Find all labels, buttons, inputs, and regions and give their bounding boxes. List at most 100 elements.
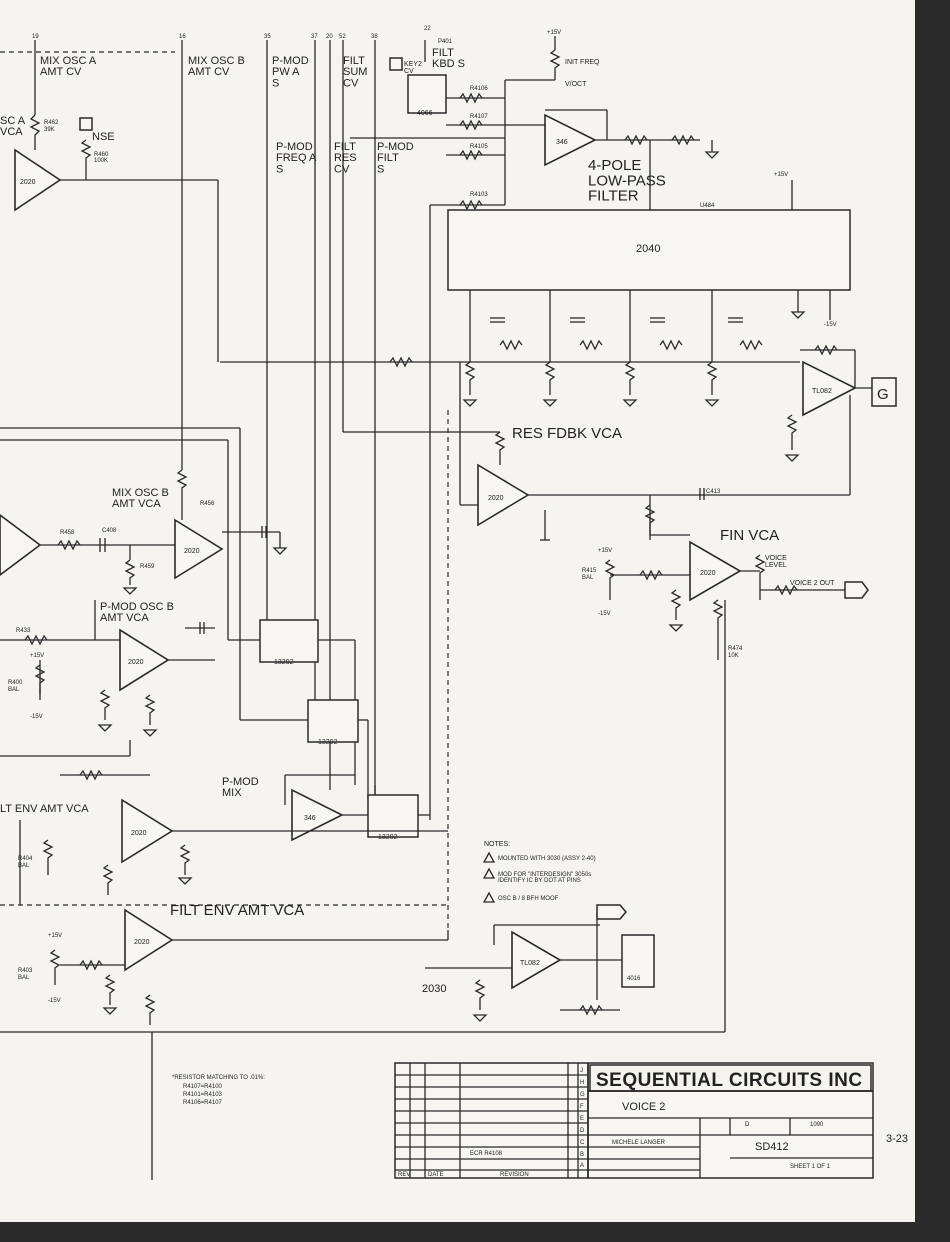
key2-connector — [389, 57, 403, 71]
drawing-code: 1090 — [810, 1122, 824, 1128]
output-g-label: G — [877, 386, 889, 403]
chip-2040-label: 2040 — [636, 243, 660, 255]
sheet-number: SHEET 1 OF 1 — [790, 1164, 831, 1170]
filt-env-amp-upper — [121, 798, 174, 864]
svg-text:BAL: BAL — [18, 863, 30, 869]
pin-35: 35 — [264, 34, 271, 40]
svg-text:D: D — [580, 1128, 585, 1134]
svg-text:DATE: DATE — [428, 1172, 444, 1178]
svg-text:A: A — [580, 1163, 584, 1169]
svg-text:-15V: -15V — [598, 611, 611, 617]
pmod-osc-b-amp — [119, 628, 170, 692]
svg-text:2020: 2020 — [700, 570, 716, 577]
notes: NOTES: MOUNTED WITH 3030 (ASSY 2-40) MOD… — [482, 841, 596, 903]
svg-text:13202: 13202 — [318, 739, 338, 746]
drawing-size: D — [745, 1122, 750, 1128]
svg-text:2020: 2020 — [184, 548, 200, 555]
chip-4016 — [621, 934, 655, 988]
r462 — [29, 114, 41, 150]
svg-text:R404: R404 — [18, 856, 33, 862]
svg-text:R458: R458 — [60, 530, 75, 536]
svg-text:E: E — [580, 1116, 584, 1122]
svg-text:C: C — [580, 1140, 585, 1146]
filt-env-amp-lower — [124, 908, 174, 972]
svg-text:J: J — [580, 1068, 583, 1074]
res-fdbk-vca-label: RES FDBK VCA — [512, 425, 622, 442]
svg-text:R4101=R4103: R4101=R4103 — [183, 1092, 223, 1098]
pin-19: 19 — [32, 34, 39, 40]
svg-text:R462: R462 — [44, 120, 59, 126]
svg-text:BAL: BAL — [18, 975, 30, 981]
svg-text:R474: R474 — [728, 646, 743, 652]
svg-text:R4103: R4103 — [470, 192, 488, 198]
svg-text:R4105: R4105 — [470, 144, 488, 150]
tl082-lower-amp — [511, 930, 562, 990]
cv-summing-amp — [544, 113, 597, 167]
svg-text:B: B — [580, 1152, 584, 1158]
svg-text:4016: 4016 — [627, 976, 641, 982]
filter-output-amp — [802, 360, 857, 417]
pin-37: 37 — [311, 34, 318, 40]
chip-2030-label: 2030 — [422, 983, 446, 995]
company-name: SEQUENTIAL CIRCUITS INC — [596, 1070, 863, 1091]
svg-text:TL082: TL082 — [812, 388, 832, 395]
voice-2-out-label: VOICE 2 OUT — [790, 580, 835, 587]
svg-text:R460: R460 — [94, 152, 109, 158]
svg-text:BAL: BAL — [582, 575, 594, 581]
bottom-right-circuit: TL082 4016 2030 — [422, 904, 655, 1022]
svg-text:+15V: +15V — [30, 653, 44, 659]
pin-38: 38 — [371, 34, 378, 40]
voice-2-out-connector — [844, 581, 869, 599]
svg-text:-15V: -15V — [48, 998, 61, 1004]
svg-text:13202: 13202 — [274, 659, 294, 666]
voct-label: V/OCT — [565, 81, 587, 88]
fin-vca-amp — [689, 540, 742, 602]
svg-text:+15V: +15V — [774, 172, 788, 178]
osc-b-buffer-amp — [0, 514, 42, 576]
svg-text:-15V: -15V — [30, 714, 43, 720]
rev-entry: ECR R4108 — [470, 1151, 503, 1157]
chip-4066 — [407, 74, 447, 114]
svg-text:R4106=R4107: R4106=R4107 — [183, 1100, 223, 1106]
chip-13202-a — [259, 619, 319, 663]
svg-text:100K: 100K — [94, 158, 108, 164]
svg-text:REV: REV — [398, 1172, 410, 1178]
svg-text:+15V: +15V — [48, 933, 62, 939]
filt-env-amt-vca-upper: LT ENV AMT VCA 2020 R404 BAL — [0, 769, 448, 905]
svg-text:2020: 2020 — [128, 659, 144, 666]
filt-env-amt-vca-lower: FILT ENV AMT VCA 2020 R403 BAL +15V -15V — [18, 902, 449, 1025]
tl082-output-connector — [596, 904, 627, 920]
filt-env-amt-vca-left-label: LT ENV AMT VCA — [0, 803, 89, 815]
svg-text:2020: 2020 — [131, 830, 147, 837]
svg-text:39K: 39K — [44, 127, 55, 133]
svg-text:C413: C413 — [706, 489, 721, 495]
output-g-connector — [871, 377, 897, 407]
res-fdbk-amp — [477, 463, 530, 527]
chip-13202-b — [307, 699, 359, 743]
svg-text:R415: R415 — [582, 568, 597, 574]
mix-osc-b-amp — [174, 518, 224, 580]
paper — [0, 0, 915, 1222]
resistor-matching-note: *RESISTOR MATCHING TO .01%: R4107=R4100 … — [151, 1032, 265, 1180]
chip-13202-c — [367, 794, 419, 838]
res-fdbk-vca: RES FDBK VCA 2020 — [343, 362, 851, 541]
